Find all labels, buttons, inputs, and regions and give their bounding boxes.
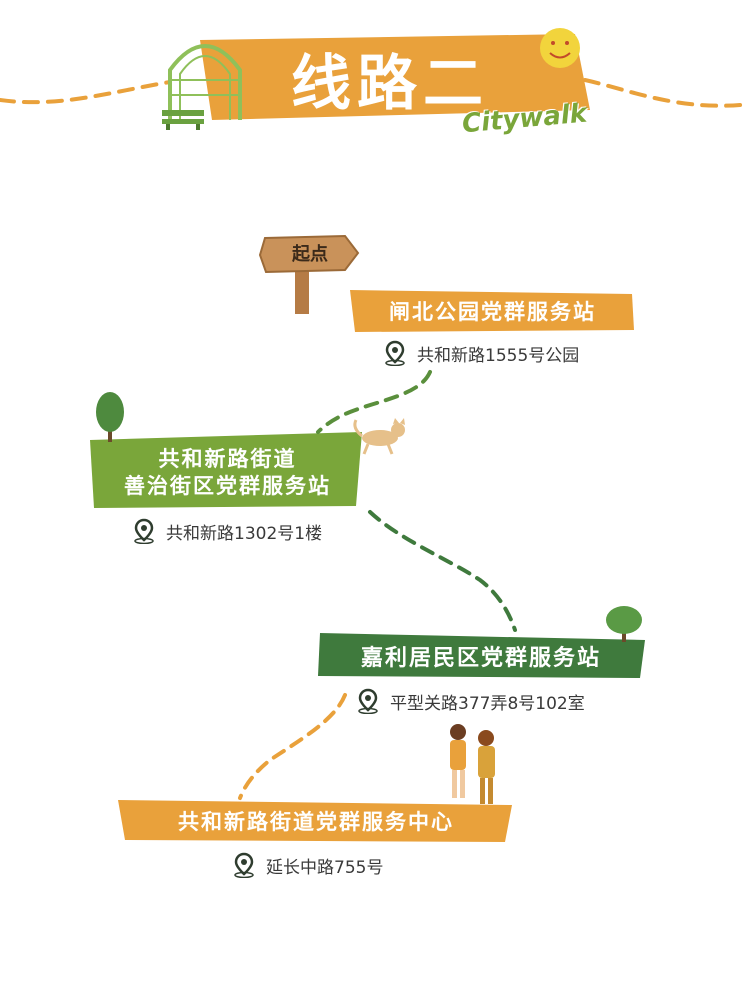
signpost-icon [258, 234, 360, 314]
location-pin-icon [358, 688, 378, 714]
banner-stop-1-shape [350, 290, 634, 332]
stop-4-address-text: 延长中路755号 [266, 857, 384, 878]
cat-icon [353, 418, 405, 455]
stop-1-name: 闸北公园党群服务站 [389, 299, 596, 324]
stop-4-address: 延长中路755号 [232, 852, 383, 878]
stop-4-banner: 共和新路街道党群服务中心 [125, 802, 507, 840]
smiley-icon [540, 28, 580, 68]
stop-3-banner: 嘉利居民区党群服务站 [322, 636, 640, 676]
stop-1-address: 共和新路1555号公园 [383, 340, 579, 366]
banner-stop-4-shape [118, 800, 512, 842]
stop-3-address-text: 平型关路377弄8号102室 [390, 693, 585, 714]
page-title: 线路二 [291, 48, 489, 119]
stop-4-name: 共和新路街道党群服务中心 [178, 809, 454, 834]
stop-2-address: 共和新路1302号1楼 [132, 518, 322, 544]
location-pin-icon [234, 852, 254, 878]
walking-people-icon [450, 724, 495, 804]
location-pin-icon [134, 518, 154, 544]
stop-1-address-text: 共和新路1555号公园 [417, 345, 580, 366]
title-banner [200, 34, 590, 120]
stop-2-address-text: 共和新路1302号1楼 [166, 523, 323, 544]
location-pin-icon [385, 340, 405, 366]
arch-icon [168, 44, 242, 120]
banner-stop-2-shape [90, 432, 362, 508]
start-sign-label: 起点 [292, 244, 328, 265]
stop-2-name-line2: 善治街区党群服务站 [124, 473, 331, 498]
stop-1-banner: 闸北公园党群服务站 [355, 292, 630, 330]
stop-3-address: 平型关路377弄8号102室 [356, 688, 585, 714]
banner-stop-3-shape [318, 633, 645, 678]
stop-2-name-line1: 共和新路街道 [158, 445, 297, 471]
tree-icon [96, 392, 124, 442]
bench-icon [162, 110, 204, 130]
stop-2-banner: 共和新路街道 善治街区党群服务站 [95, 438, 360, 506]
tree-icon [606, 606, 642, 642]
stop-3-name: 嘉利居民区党群服务站 [360, 645, 601, 671]
